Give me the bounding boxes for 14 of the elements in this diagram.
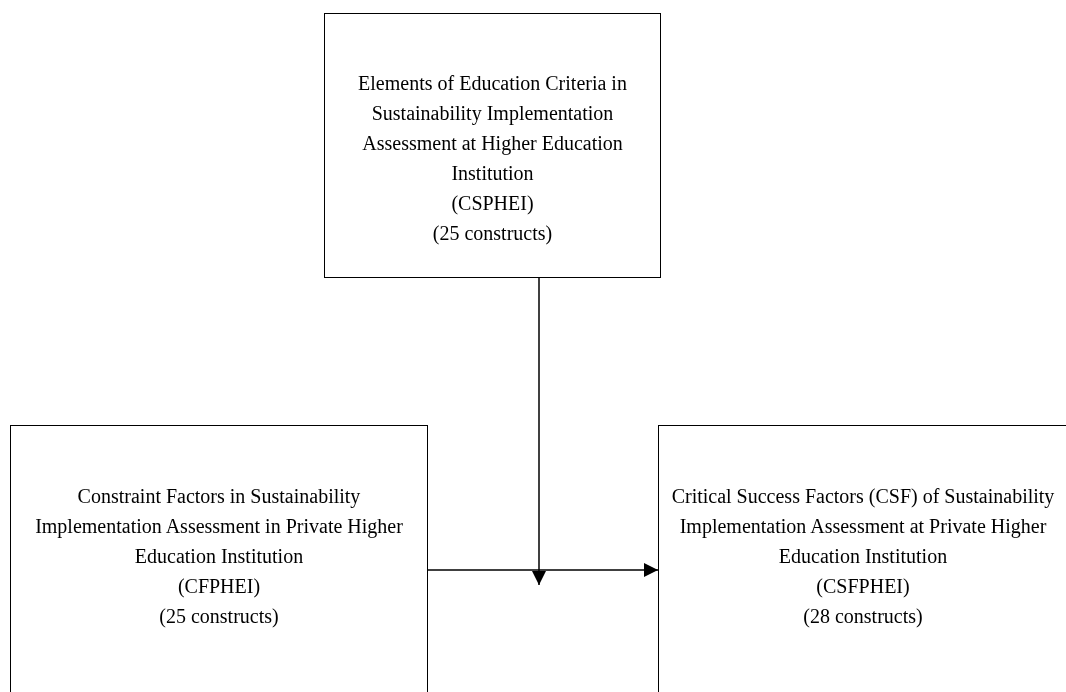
construct-count: (25 constructs) <box>158 604 280 629</box>
arrow <box>532 277 546 586</box>
box-title: Elements of Education Criteria in Sustainability Implementation Assessment at Higher Education Institution <box>357 71 628 186</box>
arrow <box>427 563 659 577</box>
box-title: Constraint Factors in Sustainability Implementation Assessment in Private Higher Education Institution <box>34 484 404 569</box>
construct-count: (25 constructs) <box>431 221 554 247</box>
text-box <box>658 425 1066 692</box>
text-box <box>324 13 661 278</box>
construct-count: (28 constructs) <box>802 604 924 629</box>
box-title: Critical Success Factors (CSF) of Sustainability Implementation Assessment at Private Higher Education Institution <box>670 484 1056 569</box>
abbreviation: (CFPHEI) <box>176 574 262 600</box>
abbreviation: (CSPHEI) <box>450 191 535 217</box>
text-box <box>10 425 428 692</box>
abbreviation: (CSFPHEI) <box>815 574 911 599</box>
